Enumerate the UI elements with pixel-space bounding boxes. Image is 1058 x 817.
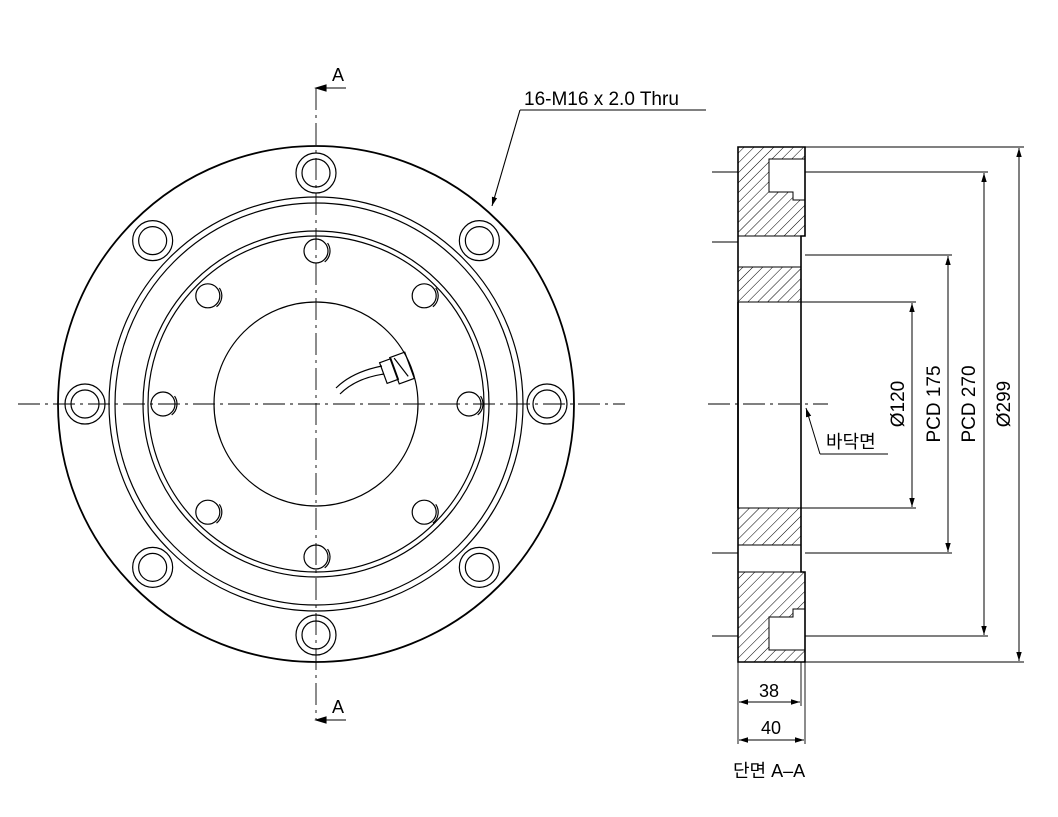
inner-bolt-hole [456, 391, 484, 417]
dim-pcd-outer-label: PCD 270 [959, 365, 980, 442]
outer-bolt-hole [64, 383, 106, 425]
inner-bolt-hole [195, 499, 223, 525]
inner-bolt-hole [195, 283, 223, 309]
section-hatch [737, 146, 806, 663]
inner-bolt-hole [150, 391, 178, 417]
outer-bolt-hole [132, 546, 174, 588]
bottom-face-label: 바닥면 [826, 432, 876, 452]
inner-ring-outer [142, 230, 490, 578]
outer-bolt-holes [64, 152, 568, 656]
hole-callout-label: 16-M16 x 2.0 Thru [524, 89, 679, 110]
flange-step-outer [108, 196, 524, 612]
flange-step-inner [114, 202, 518, 606]
inner-bolt-hole [303, 238, 331, 264]
dim-outer-diameter-label: Ø299 [994, 381, 1015, 427]
section-caption: 단면 A–A [733, 761, 805, 781]
section-mark-bottom-label: A [332, 697, 344, 717]
inner-bolt-hole [303, 544, 331, 570]
inner-bolt-hole [411, 283, 439, 309]
outer-bolt-hole [526, 383, 568, 425]
outer-bolt-hole [295, 614, 337, 656]
outer-bolt-hole [295, 152, 337, 194]
section-marker-bottom [314, 716, 346, 724]
dim-pcd-inner-label: PCD 175 [924, 365, 945, 442]
front-view [18, 88, 625, 720]
outer-bolt-hole [458, 220, 500, 262]
section-outline [737, 146, 806, 663]
outer-bolt-hole [132, 220, 174, 262]
inner-bolt-hole [411, 499, 439, 525]
outer-bolt-hole [458, 546, 500, 588]
section-view [708, 146, 1024, 744]
outer-flange-edge [57, 145, 575, 663]
dim-bore-label: Ø120 [888, 381, 909, 427]
section-mark-top-label: A [332, 65, 344, 85]
section-marker-top [314, 84, 346, 92]
dim-thickness-inner-label: 38 [759, 681, 779, 701]
cable-gland [335, 351, 416, 395]
inner-ring-inner [147, 235, 485, 573]
hole-callout-leader [491, 109, 706, 207]
dim-thickness-total-label: 40 [761, 718, 781, 738]
inner-bolt-holes [150, 238, 484, 570]
center-bore [213, 301, 419, 507]
